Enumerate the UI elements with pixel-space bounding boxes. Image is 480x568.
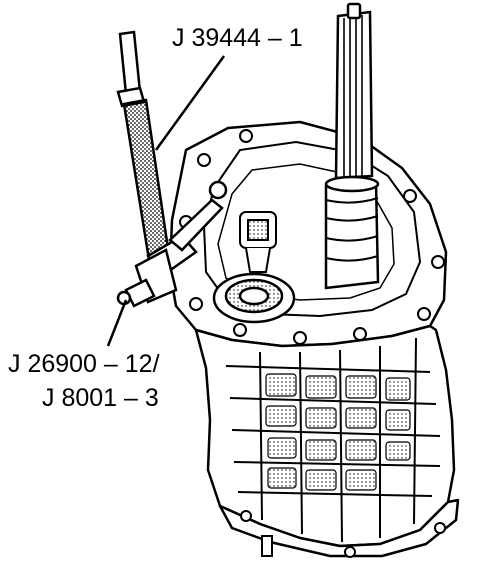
tool-label-j26900: J 26900 – 12/ [8, 350, 160, 378]
mainshaft [324, 2, 380, 290]
tool-label-j8001: J 8001 – 3 [42, 384, 159, 412]
shift-rail-housing [239, 211, 277, 273]
tool-j39444-bar [116, 30, 172, 268]
tool-j26900-indicator [116, 180, 228, 308]
bearing-bore [212, 272, 296, 324]
case-ribs [225, 337, 441, 543]
leader-lines [106, 55, 226, 347]
tool-label-j39444: J 39444 – 1 [172, 24, 303, 52]
lower-bolts [240, 510, 446, 558]
rib-pockets [265, 373, 411, 491]
